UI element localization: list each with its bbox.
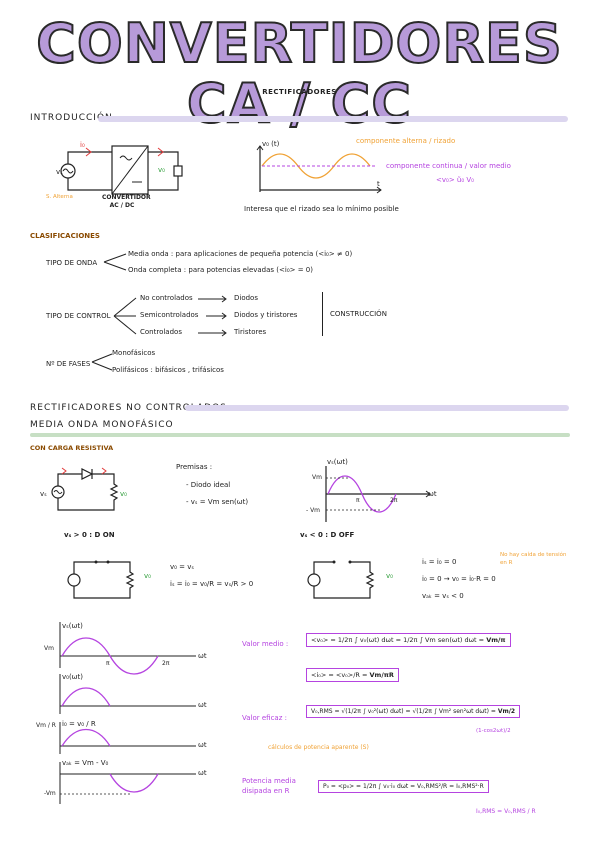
pos-eq1: v₀ = vₛ — [170, 563, 195, 571]
waveforms — [59, 622, 196, 804]
tipo-control-label: TIPO DE CONTROL — [46, 312, 111, 320]
tipo-onda-item-0: Media onda : para aplicaciones de pequeñ… — [128, 250, 353, 258]
fases-item-1: Polifásicos : bifásicos , trifásicos — [112, 366, 224, 374]
valor-medio-formula: <v₀> = 1/2π ∫ v₀(ωt) dωt = 1/2π ∫ Vm sen… — [306, 633, 511, 647]
section-intro-heading: INTRODUCCIÓN — [30, 113, 113, 123]
section-divider — [185, 405, 569, 411]
intro-ripple-plot — [256, 145, 382, 194]
wave-vak-neg: -Vm — [44, 790, 56, 797]
fases-item-0: Monofásicos — [112, 349, 156, 357]
intro-vs-label: vₛ — [56, 168, 63, 176]
intro-circuit — [60, 145, 183, 195]
vs-plot-xlabel: ωt — [428, 490, 437, 498]
potencia-label: Potencia media disipada en R — [242, 777, 296, 795]
premisa-0: - Diodo ideal — [186, 481, 231, 489]
intro-source-label: S. Alterna — [46, 194, 73, 200]
wave-vak-wt: ωt — [198, 769, 207, 777]
tipo-onda-item-1: Onda completa : para potencias elevadas … — [128, 266, 313, 274]
io-medio-eq: <i₀> = <v₀>/R = — [311, 671, 368, 679]
io-medio-formula: <i₀> = <v₀>/R = Vm/πR — [306, 668, 399, 682]
neg-case-label: vₛ < 0 : D OFF — [300, 531, 355, 539]
wave-vs-pi: π — [106, 660, 110, 667]
pos-vo: v₀ — [144, 572, 151, 580]
section-media-onda-heading: MEDIA ONDA MONOFÁSICO — [30, 420, 174, 430]
valor-medio-label: Valor medio : — [242, 640, 289, 648]
intro-io-label: i₀ — [80, 141, 85, 149]
page-subtitle: RECTIFICADORES — [262, 88, 337, 96]
neg-eq1: iₛ = i₀ = 0 — [422, 558, 457, 566]
hw-circuit-vs: vₛ — [40, 490, 47, 498]
control-item-1: Semicontrolados — [140, 311, 199, 319]
neg-note: No hay caída de tensión en R — [500, 552, 567, 566]
intro-dc-notation: <v₀> ũ₀ V₀ — [436, 176, 474, 184]
wave-vo-label: v₀(ωt) — [62, 673, 84, 681]
section-rect-heading: RECTIFICADORES NO CONTROLADOS — [30, 403, 227, 413]
control-arrows — [198, 295, 227, 337]
intro-vo-label: v₀ — [158, 166, 165, 174]
half-wave-circuit — [51, 467, 119, 511]
wave-io-wt: ωt — [198, 741, 207, 749]
premisas-title: Premisas : — [176, 463, 213, 471]
potencia-formula: P₀ = <p₀> = 1/2π ∫ v₀·i₀ dωt = V₀,RMS²/R… — [318, 780, 489, 793]
intro-plot-ylabel: v₀ (t) — [262, 140, 280, 148]
pos-circuit — [67, 560, 135, 599]
rms-note: cálculos de potencia aparente (S) — [268, 744, 369, 751]
wave-io-level: Vm / R — [36, 722, 56, 729]
wave-vak-label: vₐₖ = Vm - V₀ — [62, 759, 109, 767]
premisa-1: - vₛ = Vm sen(ωt) — [186, 498, 249, 506]
neg-eq3: vₐₖ = vₛ < 0 — [422, 592, 464, 600]
vs-plot-ylabel: vₛ(ωt) — [327, 458, 348, 466]
intro-converter-label: CONVERTIDOR AC / DC — [102, 194, 151, 209]
hw-circuit-vo: v₀ — [120, 490, 127, 498]
neg-vo: v₀ — [386, 572, 393, 580]
vs-plot-vm: Vm — [312, 474, 322, 481]
valor-eficaz-result: Vm/2 — [497, 708, 516, 715]
page-title: CONVERTIDORES CA / CC — [35, 12, 563, 135]
rms-hint: (1-cos2ωt)/2 — [476, 728, 511, 734]
valor-eficaz-formula: V₀,RMS = √(1/2π ∫ v₀²(ωt) dωt) = √(1/2π … — [306, 705, 521, 718]
neg-eq2: i₀ = 0 → v₀ = i₀·R = 0 — [422, 575, 496, 583]
fases-label: Nº DE FASES — [46, 360, 91, 368]
neg-circuit — [307, 560, 375, 599]
clasificaciones-heading: CLASIFICACIONES — [30, 232, 100, 240]
vs-plot-2pi: 2π — [390, 497, 398, 504]
intro-ripple-label: componente alterna / rizado — [356, 137, 456, 145]
tipo-onda-brace — [103, 253, 127, 271]
valor-medio-eq: <v₀> = 1/2π ∫ v₀(ωt) dωt = 1/2π ∫ Vm sen… — [311, 636, 485, 644]
vs-plot-pi: π — [356, 497, 360, 504]
fases-brace — [91, 353, 113, 371]
tipo-onda-label: TIPO DE ONDA — [46, 259, 98, 267]
wave-vs-vm: Vm — [44, 645, 54, 652]
construccion-divider — [322, 292, 323, 336]
intro-plot-xlabel: t — [377, 180, 380, 188]
potencia-note: I₀,RMS = V₀,RMS / R — [476, 808, 536, 815]
wave-vs-label: vₛ(ωt) — [62, 622, 83, 630]
control-item-2: Controlados — [140, 328, 182, 336]
vs-plot — [325, 466, 431, 522]
wave-vs-2pi: 2π — [162, 660, 170, 667]
carga-heading: CON CARGA RESISTIVA — [30, 444, 114, 452]
intro-dc-label: componente continua / valor medio — [386, 162, 511, 170]
construccion-label: CONSTRUCCIÓN — [330, 310, 387, 318]
pos-eq2: iₛ = i₀ = v₀/R = vₛ/R > 0 — [170, 580, 254, 588]
section-divider — [98, 116, 568, 122]
wave-vs-wt: ωt — [198, 652, 207, 660]
control-item-0: No controlados — [140, 294, 193, 302]
section-divider — [30, 433, 570, 437]
control-device-0: Diodos — [234, 294, 258, 302]
wave-io-label: i₀ = v₀ / R — [62, 720, 96, 728]
control-device-1: Diodos y tiristores — [234, 311, 298, 319]
intro-note: Interesa que el rizado sea lo mínimo pos… — [244, 205, 399, 213]
valor-eficaz-label: Valor eficaz : — [242, 714, 287, 722]
vs-plot-neg: - Vm — [306, 507, 321, 514]
control-device-2: Tiristores — [234, 328, 267, 336]
valor-eficaz-eq: V₀,RMS = √(1/2π ∫ v₀²(ωt) dωt) = √(1/2π … — [311, 708, 496, 715]
valor-medio-result: Vm/π — [486, 636, 506, 644]
wave-vo-wt: ωt — [198, 701, 207, 709]
tipo-control-brace — [113, 297, 137, 335]
io-medio-result: Vm/πR — [369, 671, 394, 679]
pos-case-label: vₛ > 0 : D ON — [64, 531, 115, 539]
